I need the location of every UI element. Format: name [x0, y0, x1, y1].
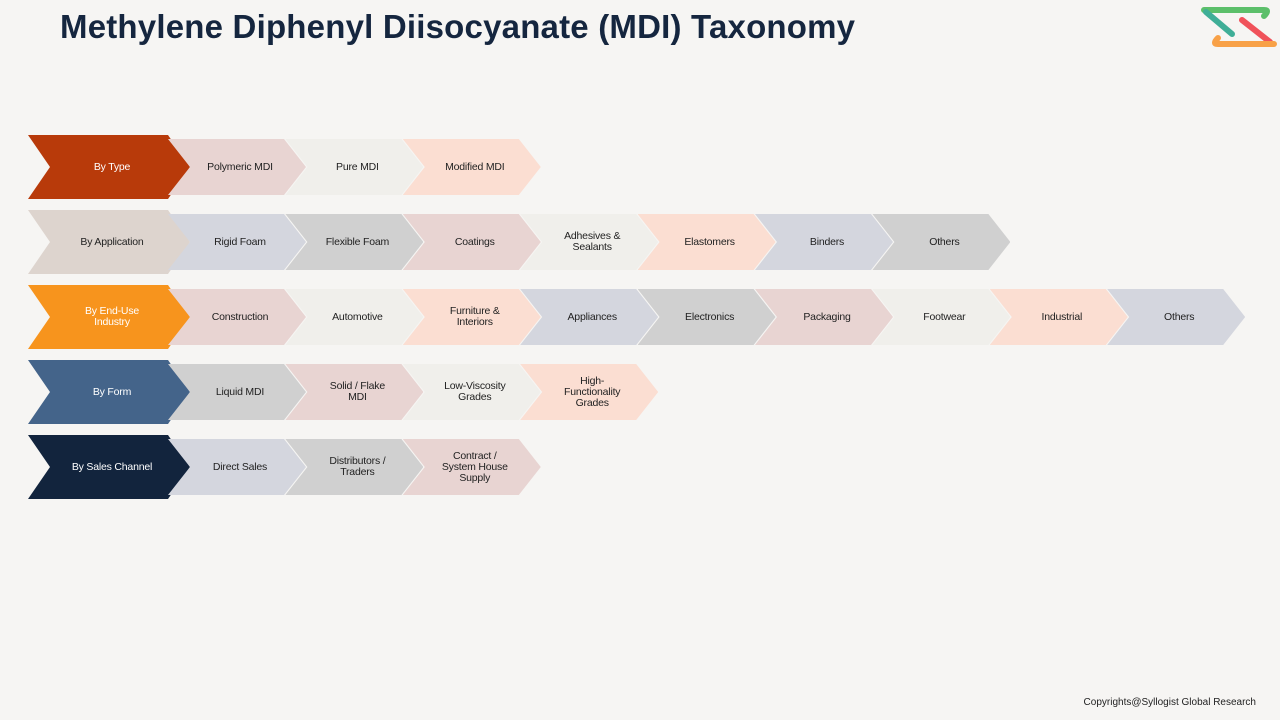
- segment-liquid-mdi: Liquid MDI: [168, 364, 306, 420]
- segment-polymeric-mdi: Polymeric MDI: [168, 139, 306, 195]
- segment-elastomers: Elastomers: [638, 214, 776, 270]
- category-by-end-use-industry: By End-Use Industry: [28, 285, 190, 349]
- segment-footwear: Footwear: [872, 289, 1010, 345]
- segment-low-viscosity-grades: Low-Viscosity Grades: [403, 364, 541, 420]
- segment-binders: Binders: [755, 214, 893, 270]
- segment-distributors-traders: Distributors / Traders: [285, 439, 423, 495]
- segment-direct-sales: Direct Sales: [168, 439, 306, 495]
- segment-contract-system-house-supply: Contract / System House Supply: [403, 439, 541, 495]
- segment-others: Others: [872, 214, 1010, 270]
- segment-industrial: Industrial: [990, 289, 1128, 345]
- segment-coatings: Coatings: [403, 214, 541, 270]
- segment-packaging: Packaging: [755, 289, 893, 345]
- category-by-type: By Type: [28, 135, 190, 199]
- segment-others: Others: [1107, 289, 1245, 345]
- copyright: Copyrights@Syllogist Global Research: [1083, 697, 1256, 708]
- segment-high-functionality-grades: High- Functionality Grades: [520, 364, 658, 420]
- segment-modified-mdi: Modified MDI: [403, 139, 541, 195]
- segment-construction: Construction: [168, 289, 306, 345]
- segment-adhesives-sealants: Adhesives & Sealants: [520, 214, 658, 270]
- segment-appliances: Appliances: [520, 289, 658, 345]
- segment-flexible-foam: Flexible Foam: [285, 214, 423, 270]
- segment-solid-flake-mdi: Solid / Flake MDI: [285, 364, 423, 420]
- category-by-sales-channel: By Sales Channel: [28, 435, 190, 499]
- syllogist-logo-icon: [1201, 7, 1277, 47]
- category-by-application: By Application: [28, 210, 190, 274]
- segment-electronics: Electronics: [638, 289, 776, 345]
- category-by-form: By Form: [28, 360, 190, 424]
- segment-rigid-foam: Rigid Foam: [168, 214, 306, 270]
- segment-furniture-interiors: Furniture & Interiors: [403, 289, 541, 345]
- segment-automotive: Automotive: [285, 289, 423, 345]
- segment-pure-mdi: Pure MDI: [285, 139, 423, 195]
- page-title: Methylene Diphenyl Diisocyanate (MDI) Ta…: [60, 8, 856, 45]
